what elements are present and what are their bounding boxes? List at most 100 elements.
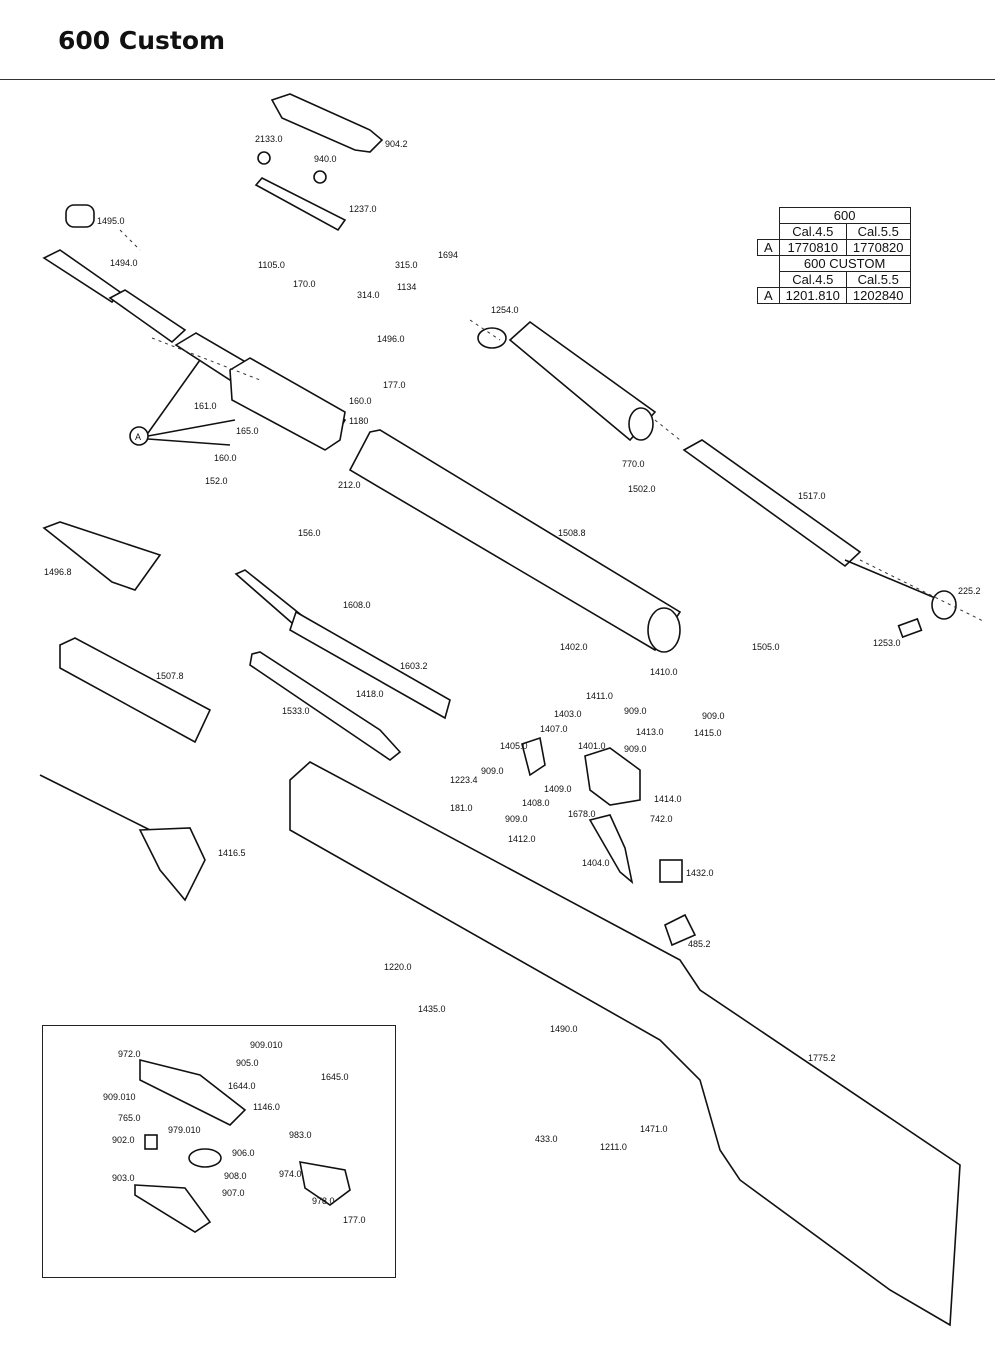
part-label: 904.2: [385, 139, 408, 149]
inset-box: [42, 1025, 396, 1278]
part-label: 909.010: [250, 1040, 283, 1050]
compression-tube-part: [348, 429, 682, 653]
part-label: 1608.0: [343, 600, 371, 610]
part-label: 1418.0: [356, 689, 384, 699]
part-label: 1432.0: [686, 868, 714, 878]
page-title: 600 Custom: [58, 26, 226, 55]
part-label: 1220.0: [384, 962, 412, 972]
part-label: 1401.0: [578, 741, 606, 751]
part-label: 770.0: [622, 459, 645, 469]
part-label: 1416.5: [218, 848, 246, 858]
part-label: 1254.0: [491, 305, 519, 315]
rear-sight-part: [254, 93, 384, 232]
part-label: 1775.2: [808, 1053, 836, 1063]
part-label: 909.0: [702, 711, 725, 721]
part-label: 433.0: [535, 1134, 558, 1144]
part-label: 315.0: [395, 260, 418, 270]
part-label: 909.0: [481, 766, 504, 776]
part-label: 905.0: [236, 1058, 259, 1068]
part-label: 1508.8: [558, 528, 586, 538]
part-label: 1435.0: [418, 1004, 446, 1014]
part-label: 908.0: [224, 1171, 247, 1181]
table-custom-header: 600 CUSTOM: [778, 255, 911, 272]
part-label: 983.0: [289, 1130, 312, 1140]
part-label: 485.2: [688, 939, 711, 949]
table-custom-45: 1201.810: [778, 287, 847, 304]
inset-parts: [134, 1058, 351, 1233]
part-label: 979.010: [168, 1125, 201, 1135]
part-label: 1402.0: [560, 642, 588, 652]
part-label: 1533.0: [282, 706, 310, 716]
part-label: 225.2: [958, 586, 981, 596]
part-label: 1517.0: [798, 491, 826, 501]
part-label: 765.0: [118, 1113, 141, 1123]
part-label: 1411.0: [586, 691, 613, 701]
table-custom-cal45: Cal.4.5: [778, 271, 847, 288]
part-label: 1105.0: [258, 260, 285, 270]
stock-part: [289, 761, 961, 1327]
part-label: 1603.2: [400, 661, 428, 671]
part-labels: 904.2 2133.0 940.0 1237.0 1495.0 1494.0 1105.0…: [44, 134, 981, 1225]
part-label: 1505.0: [752, 642, 780, 652]
part-label: 1496.8: [44, 567, 72, 577]
part-label: 1496.0: [377, 334, 405, 344]
part-label: 978.0: [312, 1196, 335, 1206]
part-label: 212.0: [338, 480, 361, 490]
part-label: 1414.0: [654, 794, 682, 804]
part-label: 940.0: [314, 154, 337, 164]
part-label: 1413.0: [636, 727, 664, 737]
left-parts: [39, 521, 451, 902]
table-custom-55: 1202840: [845, 287, 911, 304]
part-label: 177.0: [343, 1215, 366, 1225]
part-label: 1694: [438, 250, 458, 260]
part-label: 1146.0: [253, 1102, 280, 1112]
part-label: 156.0: [298, 528, 321, 538]
part-label: 2133.0: [255, 134, 283, 144]
callout-a-label: A: [135, 432, 141, 442]
part-label: 1407.0: [540, 724, 568, 734]
part-label: 909.0: [624, 706, 647, 716]
part-label: 742.0: [650, 814, 673, 824]
part-label: 909.010: [103, 1092, 136, 1102]
part-label: 1211.0: [600, 1142, 627, 1152]
part-label: 1253.0: [873, 638, 901, 648]
part-label: 1237.0: [349, 204, 377, 214]
part-label: 160.0: [214, 453, 237, 463]
part-label: 1644.0: [228, 1081, 256, 1091]
part-label: 974.0: [279, 1169, 302, 1179]
part-label: 170.0: [293, 279, 316, 289]
part-label: 1403.0: [554, 709, 582, 719]
part-label: 1645.0: [321, 1072, 349, 1082]
part-label: 906.0: [232, 1148, 255, 1158]
part-label: 1134: [397, 282, 416, 292]
barrel-part: [42, 204, 347, 451]
part-label: 177.0: [383, 380, 406, 390]
part-label: 160.0: [349, 396, 372, 406]
part-label: 1180: [349, 416, 368, 426]
part-label: 1410.0: [650, 667, 678, 677]
part-label: 314.0: [357, 290, 380, 300]
part-label: 1408.0: [522, 798, 550, 808]
part-label: 1404.0: [582, 858, 610, 868]
spring-part: [682, 439, 957, 639]
part-label: 972.0: [118, 1049, 141, 1059]
header-divider: [0, 79, 995, 80]
part-label: 1494.0: [110, 258, 138, 268]
table-custom-cal55: Cal.5.5: [845, 271, 911, 288]
part-label: 909.0: [624, 744, 647, 754]
part-label: 1507.8: [156, 671, 184, 681]
part-label: 1502.0: [628, 484, 656, 494]
part-label: 1405.0: [500, 741, 528, 751]
piston-part: [477, 320, 657, 442]
part-label: 903.0: [112, 1173, 135, 1183]
part-label: 1412.0: [508, 834, 536, 844]
part-label: 909.0: [505, 814, 528, 824]
part-label: 907.0: [222, 1188, 245, 1198]
part-label: 152.0: [205, 476, 228, 486]
part-label: 1415.0: [694, 728, 722, 738]
part-label: 1495.0: [97, 216, 125, 226]
callout-a: A: [129, 359, 236, 446]
part-label: 1471.0: [640, 1124, 668, 1134]
